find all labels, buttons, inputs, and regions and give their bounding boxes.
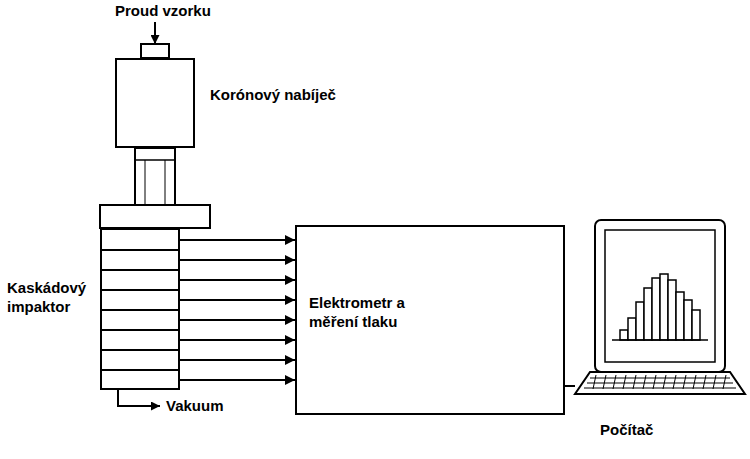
key-col: [713, 375, 716, 389]
cable: [565, 385, 575, 387]
key-col: [623, 375, 626, 389]
charger-nozzle: [141, 44, 169, 58]
histogram-bar: [676, 292, 684, 340]
laptop-screen-frame: [595, 220, 725, 372]
impactor-stage: [102, 369, 178, 371]
vacuum-arrow: [118, 390, 160, 406]
electrometer-label: Elektrometr a měření tlaku: [309, 293, 429, 331]
neck-line: [165, 160, 166, 205]
keyboard: [584, 375, 736, 389]
signal-arrow: [180, 359, 295, 361]
signal-arrow: [180, 339, 295, 341]
key-row: [590, 378, 730, 379]
histogram-bar: [628, 318, 636, 340]
vacuum-label: Vakuum: [166, 397, 224, 414]
signal-arrow: [180, 279, 295, 281]
electrometer-box: Elektrometr a měření tlaku: [295, 225, 565, 415]
key-col: [633, 375, 636, 389]
histogram-bar: [652, 278, 660, 340]
histogram-bar: [636, 302, 644, 340]
key-col: [703, 375, 706, 389]
key-col: [593, 375, 596, 389]
laptop-base: [575, 372, 745, 394]
computer: Počítač: [575, 220, 745, 394]
key-row: [587, 383, 733, 384]
impactor-stage: [102, 309, 178, 311]
key-col: [603, 375, 606, 389]
signal-arrow: [180, 379, 295, 381]
impactor-label: Kaskádový impaktor: [7, 278, 97, 316]
histogram-bar: [668, 280, 676, 340]
inlet-arrow: [154, 22, 156, 44]
charger-label: Korónový nabíječ: [210, 85, 370, 104]
key-col: [723, 375, 726, 389]
impactor-stage: [102, 269, 178, 271]
histogram-bar: [692, 310, 700, 340]
key-col: [673, 375, 676, 389]
histogram-bar: [620, 330, 628, 340]
key-col: [643, 375, 646, 389]
signal-arrow: [180, 259, 295, 261]
histogram-bar: [660, 274, 668, 340]
histogram: [612, 274, 708, 340]
impactor-flange: [100, 205, 210, 228]
sample-flow-label: Proud vzorku: [115, 2, 211, 19]
key-col: [683, 375, 686, 389]
histogram-bar: [644, 288, 652, 340]
corona-charger: Korónový nabíječ: [115, 58, 195, 148]
impactor-stage: [102, 289, 178, 291]
neck-line: [145, 160, 146, 205]
key-col: [693, 375, 696, 389]
signal-arrow: [180, 239, 295, 241]
key-col: [663, 375, 666, 389]
histogram-axis: [612, 339, 708, 341]
impactor-stage: [102, 249, 178, 251]
laptop-screen: [605, 230, 715, 362]
histogram-bar: [684, 300, 692, 340]
computer-label: Počítač: [600, 420, 720, 439]
cascade-impactor: Kaskádový impaktor: [100, 228, 180, 390]
charger-neck: [135, 148, 175, 205]
neck-ring: [135, 159, 175, 161]
key-col: [613, 375, 616, 389]
signal-arrow: [180, 319, 295, 321]
signal-arrow: [180, 299, 295, 301]
impactor-stage: [102, 349, 178, 351]
impactor-stage: [102, 329, 178, 331]
key-col: [653, 375, 656, 389]
